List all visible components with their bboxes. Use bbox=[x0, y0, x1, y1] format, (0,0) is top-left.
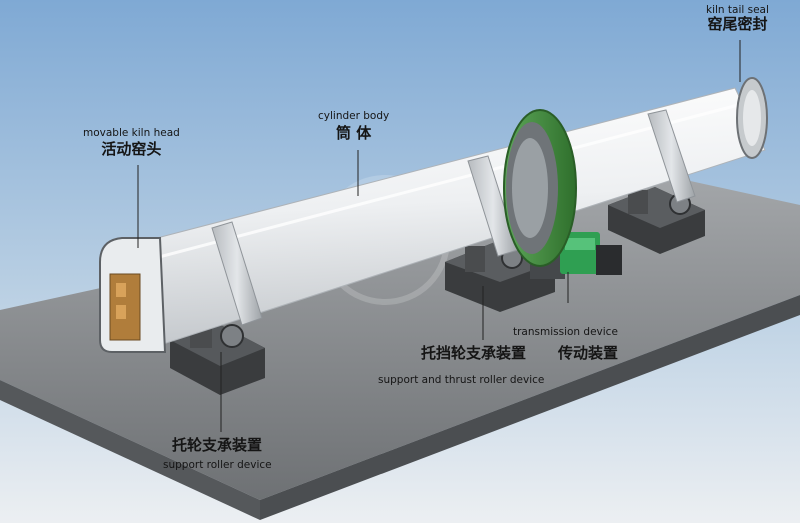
cylinder-body-label: cylinder body 筒 体 bbox=[318, 110, 389, 142]
kiln-tail-seal-en: kiln tail seal bbox=[706, 4, 769, 16]
movable-kiln-head-zh: 活动窑头 bbox=[101, 140, 162, 159]
transmission-device-zh: 传动装置 bbox=[558, 344, 619, 362]
cylinder-body-zh: 筒 体 bbox=[336, 124, 372, 143]
cylinder-body-en: cylinder body bbox=[318, 110, 390, 122]
tail-roller-pedestal bbox=[608, 187, 705, 254]
support-roller-en: support roller device bbox=[163, 459, 272, 471]
tire-ring-tail bbox=[647, 109, 696, 203]
kiln-tail-seal-zh: 窑尾密封 bbox=[707, 15, 768, 34]
movable-kiln-head bbox=[99, 237, 167, 353]
leader-lines bbox=[137, 40, 741, 432]
base-plate-edge-right bbox=[260, 295, 800, 520]
support-roller-pedestal bbox=[170, 318, 265, 395]
tire-ring-head bbox=[211, 221, 263, 326]
kiln-tail-seal-label: kiln tail seal 窑尾密封 bbox=[706, 4, 769, 33]
support-thrust-roller-zh: 托挡轮支承装置 bbox=[421, 344, 527, 362]
movable-kiln-head-label: movable kiln head 活动窑头 bbox=[83, 127, 180, 158]
movable-kiln-head-en: movable kiln head bbox=[83, 127, 180, 139]
base-plate-edge-left bbox=[0, 380, 260, 520]
support-roller-zh: 托轮支承装置 bbox=[172, 436, 263, 454]
support-thrust-roller-en: support and thrust roller device bbox=[378, 374, 545, 386]
transmission-device-en: transmission device bbox=[513, 326, 618, 338]
